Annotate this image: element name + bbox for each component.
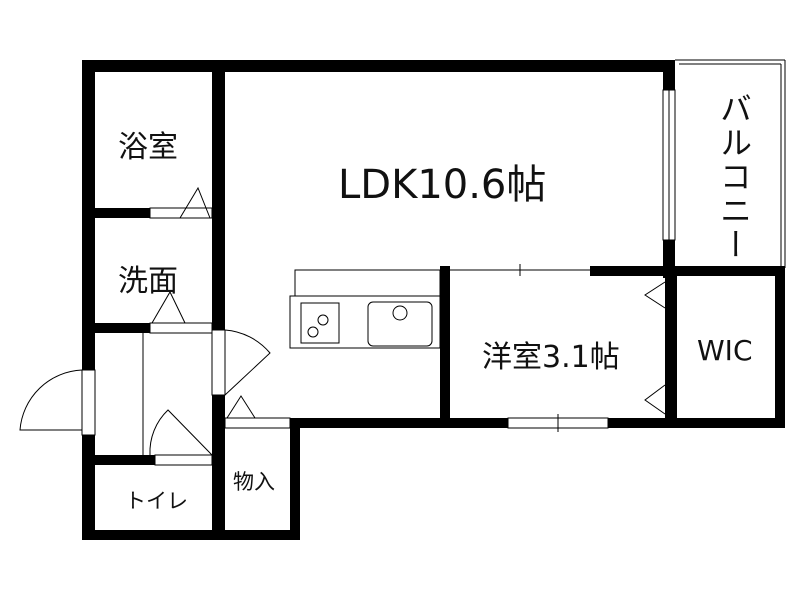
room-label-storage: 物入 xyxy=(233,470,275,494)
room-label-balcony: バルコニー xyxy=(715,92,753,262)
room-label-bath: 浴室 xyxy=(118,130,178,165)
room-label-western: 洋室3.1帖 xyxy=(482,340,620,375)
fixtures xyxy=(19,59,786,466)
room-label-ldk: LDK10.6帖 xyxy=(338,162,547,208)
room-label-toilet: トイレ xyxy=(125,489,188,513)
room-label-washroom: 洗面 xyxy=(118,264,178,299)
room-label-wic: WIC xyxy=(697,334,753,367)
walls xyxy=(82,60,785,540)
